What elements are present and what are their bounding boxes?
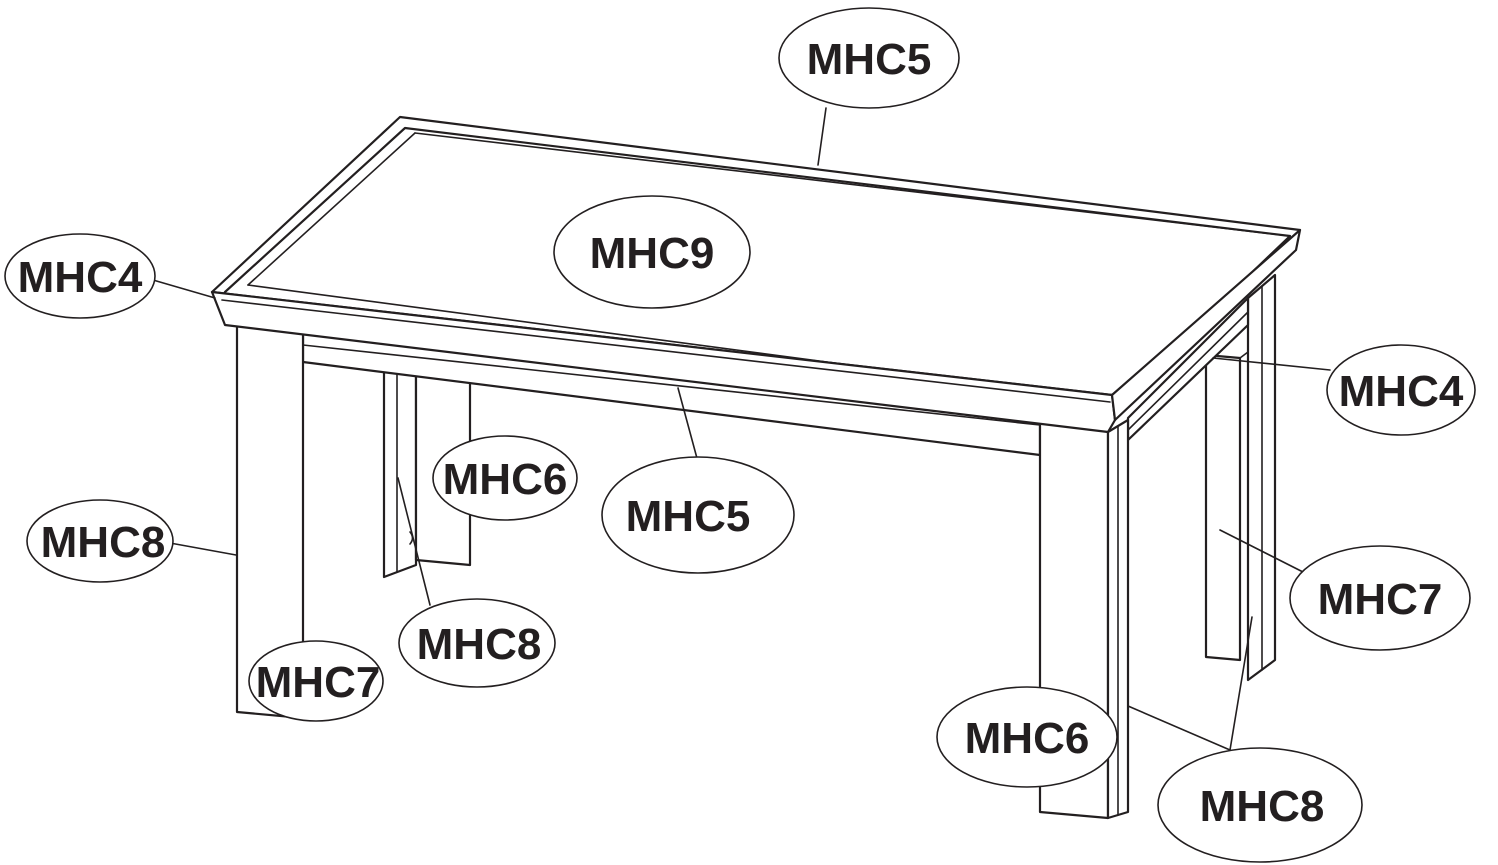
table-top [210, 115, 1302, 434]
label-back-left-leg: MHC8 [398, 598, 556, 688]
label-front-right-leg: MHC6 [936, 686, 1118, 788]
svg-text:MHC6: MHC6 [443, 455, 568, 504]
svg-text:MHC9: MHC9 [590, 229, 715, 278]
svg-text:MHC4: MHC4 [1339, 367, 1464, 416]
label-top-left-edge: MHC4 [4, 233, 156, 319]
svg-text:MHC7: MHC7 [1318, 575, 1443, 624]
label-front-left-leg-inner: MHC7 [248, 640, 384, 722]
label-top-back-rail: MHC5 [778, 7, 960, 109]
svg-text:MHC7: MHC7 [256, 658, 381, 707]
label-right-legs: MHC8 [1157, 747, 1363, 863]
label-table-top: MHC9 [553, 195, 751, 309]
svg-text:MHC8: MHC8 [417, 620, 542, 669]
svg-text:MHC4: MHC4 [18, 253, 143, 302]
svg-text:MHC8: MHC8 [1200, 782, 1325, 831]
svg-text:MHC5: MHC5 [626, 492, 751, 541]
label-right-inner-panel: MHC7 [1289, 545, 1471, 651]
label-top-right-edge: MHC4 [1326, 344, 1476, 436]
svg-text:MHC6: MHC6 [965, 714, 1090, 763]
label-inner-back-panel: MHC6 [432, 435, 578, 521]
svg-text:MHC8: MHC8 [41, 518, 166, 567]
back-right-leg [1204, 273, 1277, 682]
leader-lines [152, 107, 1331, 751]
label-front-left-leg-outer: MHC8 [26, 499, 174, 583]
label-front-rail: MHC5 [601, 456, 795, 574]
svg-text:MHC5: MHC5 [807, 35, 932, 84]
